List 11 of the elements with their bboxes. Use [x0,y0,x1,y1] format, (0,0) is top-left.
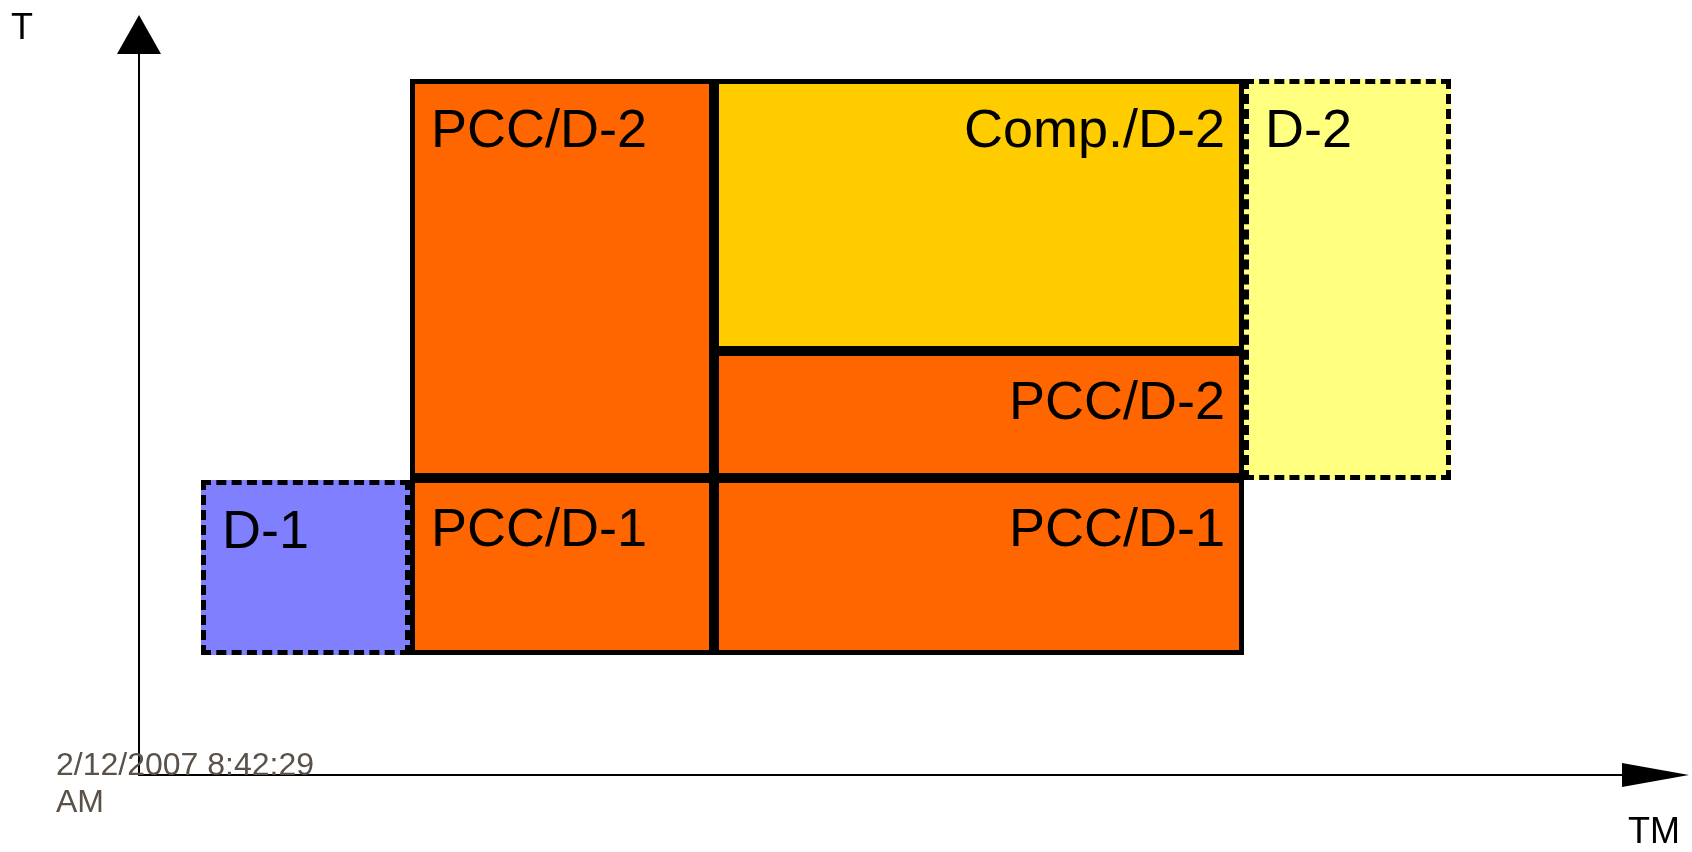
region-label: PCC/D-2 [431,98,648,158]
region-box [201,480,410,655]
axis-label: TM [1628,810,1680,852]
region-label: D-1 [222,499,309,559]
region-label: PCC/D-1 [431,497,648,557]
axis-label: T [11,6,33,48]
region-label: Comp./D-2 [963,98,1225,158]
region-label: D-2 [1265,98,1352,158]
region-box [1244,79,1451,480]
region-label: PCC/D-1 [1008,497,1225,557]
region-label: PCC/D-2 [1008,370,1225,430]
